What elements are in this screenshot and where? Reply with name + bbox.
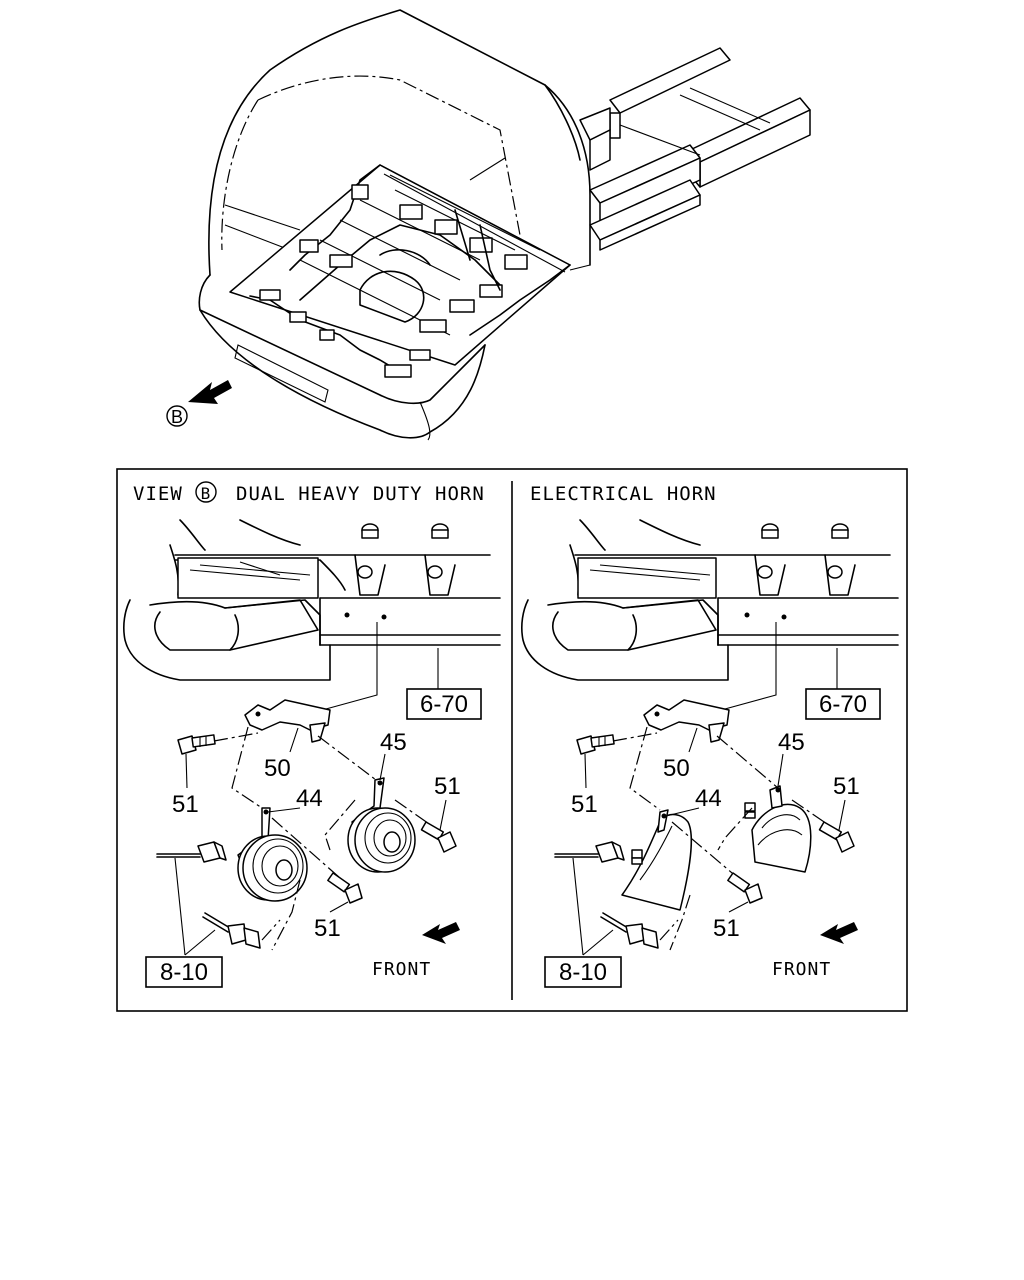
view-b-arrow: B (166, 380, 232, 427)
callout-51-left: 51 (172, 791, 199, 818)
front-label: FRONT (372, 959, 431, 980)
cab-overview-illustration: B (166, 9, 811, 441)
detail-frame (116, 468, 908, 1012)
frame-bolt-heads (344, 523, 456, 620)
panel-title-marker: B (201, 484, 212, 503)
panel-electrical-horn: ELECTRICAL HORN (521, 483, 899, 988)
front-label: FRONT (772, 959, 831, 980)
callout-44: 44 (296, 785, 323, 812)
horn-45 (347, 777, 416, 873)
callout-45: 45 (778, 729, 805, 756)
front-direction-arrow (820, 922, 858, 944)
bolt-right (420, 821, 457, 853)
bolt-lower (327, 872, 363, 904)
horn-44 (237, 807, 308, 902)
view-marker-circle (195, 481, 217, 503)
frame-bolt-heads (744, 523, 856, 620)
ref-box-8-10[interactable]: 8-10 (145, 956, 223, 988)
front-direction-arrow (422, 922, 460, 944)
horn-45 (744, 785, 812, 873)
callout-44: 44 (695, 785, 722, 812)
frame-crossmember (123, 519, 501, 681)
chassis-frame (579, 47, 811, 251)
horn-44 (621, 809, 692, 911)
bolt-upper-left (177, 732, 259, 755)
ref-box-6-70[interactable]: 6-70 (406, 648, 482, 720)
svg-text:6-70: 6-70 (819, 691, 867, 718)
callout-51-right: 51 (833, 773, 860, 800)
svg-text:8-10: 8-10 (559, 959, 607, 986)
bolt-lower (727, 872, 763, 904)
panel-title: ELECTRICAL HORN (530, 483, 717, 505)
callout-51-left: 51 (571, 791, 598, 818)
callout-51-right: 51 (434, 773, 461, 800)
assembly-lines (231, 726, 433, 951)
panel-dual-heavy-duty-horn: VIEW B DUAL HEAVY DUTY HORN (123, 481, 501, 988)
view-b-marker (166, 405, 188, 427)
panel-title: DUAL HEAVY DUTY HORN (236, 483, 485, 505)
horn-bracket (643, 699, 730, 743)
panel-title-prefix: VIEW (133, 483, 183, 505)
frame-crossmember (521, 519, 899, 681)
cab-shell (198, 9, 591, 441)
svg-text:6-70: 6-70 (420, 691, 468, 718)
harness-connectors (554, 841, 679, 956)
bolt-right (818, 821, 855, 853)
horn-bracket (244, 699, 331, 743)
callout-50: 50 (663, 755, 690, 782)
harness-connectors (156, 841, 281, 956)
callout-50: 50 (264, 755, 291, 782)
ref-box-8-10[interactable]: 8-10 (544, 956, 622, 988)
callout-51-lower: 51 (314, 915, 341, 942)
ref-box-6-70[interactable]: 6-70 (805, 648, 881, 720)
mount-leader (713, 622, 777, 713)
bolt-upper-left (576, 732, 658, 755)
callout-45: 45 (380, 729, 407, 756)
view-b-marker-label: B (171, 407, 183, 427)
mount-leader (314, 622, 378, 713)
svg-text:8-10: 8-10 (160, 959, 208, 986)
cab-floor-structure (229, 164, 571, 378)
callout-51-lower: 51 (713, 915, 740, 942)
